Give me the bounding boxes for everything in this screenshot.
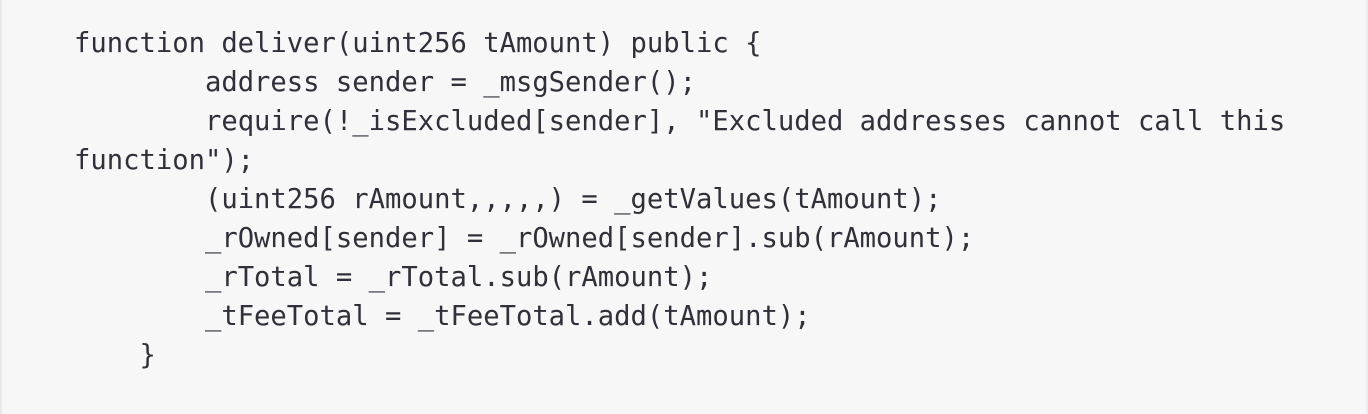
code-line: function deliver(uint256 tAmount) public… [74,28,762,59]
code-line: _rOwned[sender] = _rOwned[sender].sub(rA… [74,223,975,254]
source-code-block[interactable]: function deliver(uint256 tAmount) public… [2,0,1366,393]
source-code-content: function deliver(uint256 tAmount) public… [74,24,1352,375]
code-line: require(!_isExcluded[sender], "Excluded … [74,106,1302,176]
code-line: _rTotal = _rTotal.sub(rAmount); [74,262,713,293]
code-line: address sender = _msgSender(); [74,67,697,98]
code-line: (uint256 rAmount,,,,,) = _getValues(tAmo… [74,184,942,215]
code-line: _tFeeTotal = _tFeeTotal.add(tAmount); [74,301,811,332]
code-line: } [74,340,156,371]
